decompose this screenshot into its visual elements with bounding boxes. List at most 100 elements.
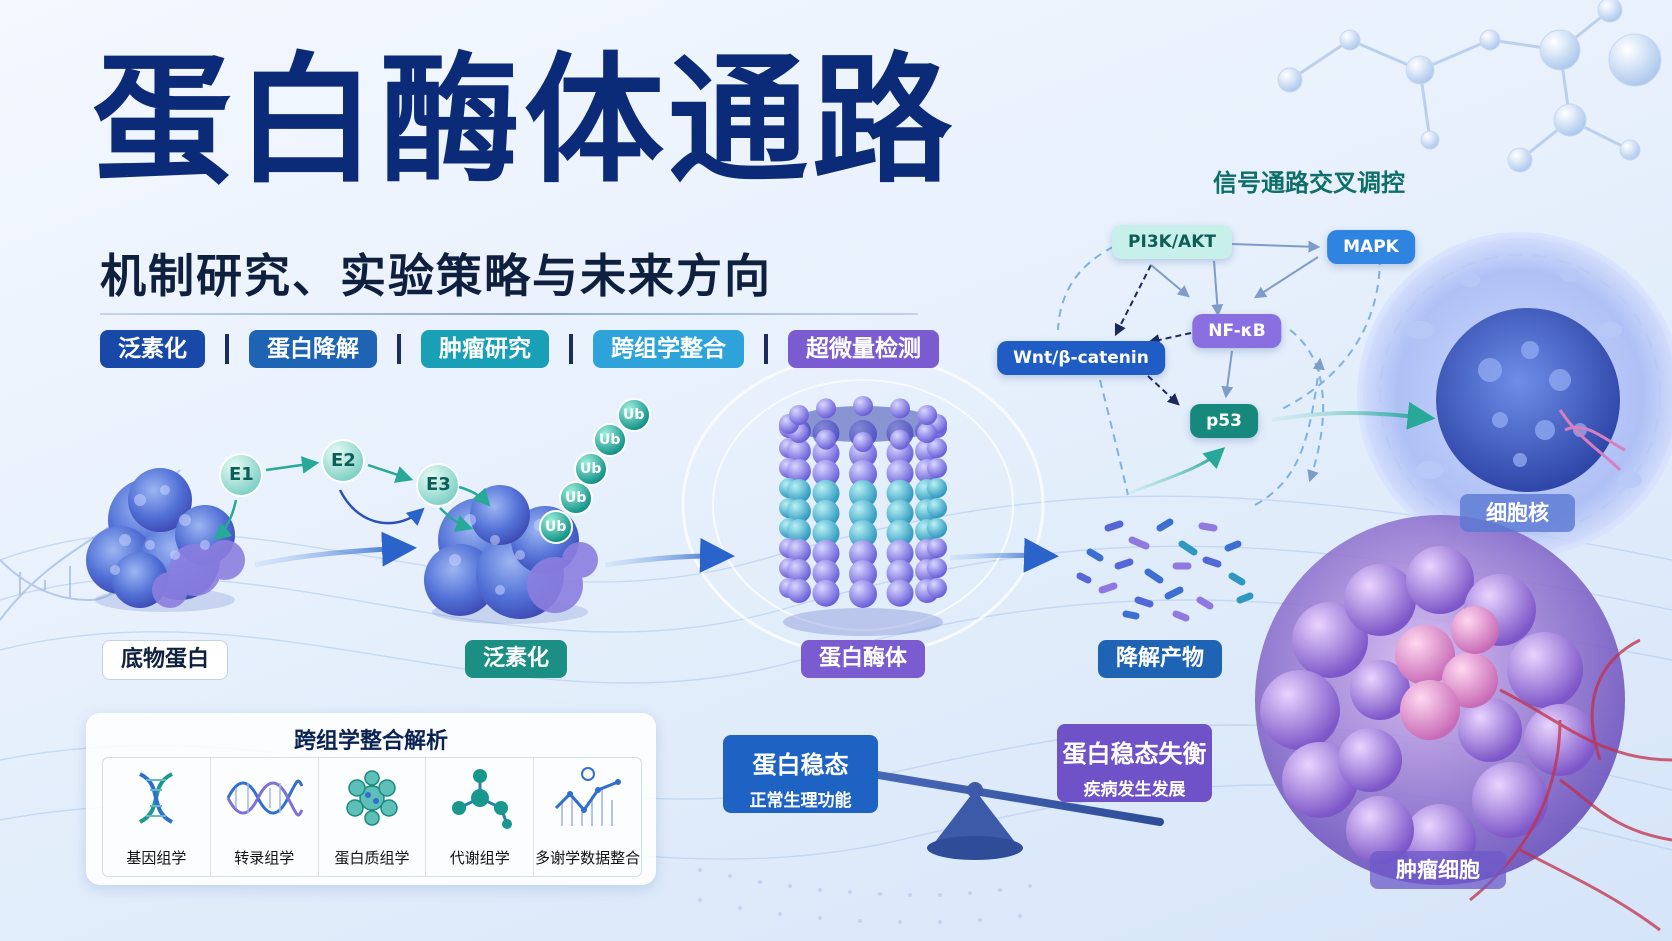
homeostasis-title: 蛋白稳态 — [752, 751, 849, 779]
proteasome-subunit — [786, 459, 811, 483]
proteasome-rim-subunit — [890, 398, 910, 419]
proteasome-subunit — [927, 538, 947, 558]
proteasome-subunit — [886, 459, 914, 487]
proteasome-subunit — [786, 499, 811, 523]
enzyme-bubbles — [219, 439, 460, 507]
omics-grid: 基因组学 转录组学 蛋白质组学 — [102, 757, 642, 877]
proteasome-subunit — [927, 558, 947, 578]
proteasome-rim-subunit — [917, 423, 938, 443]
omics-item-metabolomics: 代谢组学 — [426, 758, 535, 876]
proteasome-subunit — [927, 498, 947, 518]
protein-cluster-icon — [346, 770, 398, 826]
enzyme-cascade-arrows — [213, 456, 491, 541]
proteasome-subunit — [886, 559, 914, 587]
tag-protein-degradation: 蛋白降解 — [249, 330, 377, 368]
tumor-cell-illustration — [1255, 515, 1672, 932]
omics-label: 多谢学数据整合 — [535, 849, 641, 867]
ub-label: Ub — [565, 490, 587, 506]
proteasome-subunit — [786, 559, 811, 583]
proteasome-subunit — [812, 479, 840, 507]
proteasome-rim-subunit — [816, 398, 836, 419]
homeostasis-box: 蛋白稳态 正常生理功能 — [723, 735, 878, 813]
proteasome-subunit — [927, 438, 947, 458]
proteasome-subunit — [812, 499, 840, 527]
keyword-tags: 泛素化 蛋白降解 肿瘤研究 跨组学整合 超微量检测 — [100, 330, 939, 368]
tag-separator — [397, 334, 401, 364]
proteasome-subunit — [786, 579, 811, 603]
substrate-protein — [86, 468, 245, 612]
flow-arrows — [254, 531, 1059, 573]
proteasome-subunit — [812, 519, 840, 547]
proteasome-subunit — [886, 499, 914, 527]
proteasome-rim-subunit — [853, 432, 873, 452]
substrate-protein-label: 底物蛋白 — [101, 640, 229, 680]
signaling-connectors — [1057, 240, 1436, 506]
proteasome-subunit — [849, 500, 877, 528]
proteasome-subunit — [849, 580, 877, 608]
proteasome-subunit — [886, 579, 914, 607]
degradation-fragments — [1076, 518, 1254, 622]
dna-icon — [139, 772, 174, 824]
proteasome-subunit — [849, 540, 877, 568]
ub-label: Ub — [599, 432, 621, 448]
node-wnt-beta-catenin: Wnt/β-catenin — [997, 341, 1165, 375]
proteasome-subunit — [812, 579, 840, 607]
omics-item-transcriptomics: 转录组学 — [211, 758, 319, 876]
homeostasis-imbalance-box: 蛋白稳态失衡 疾病发生发展 — [1057, 724, 1212, 802]
proteasome-label: 蛋白酶体 — [800, 640, 926, 678]
omics-label: 基因组学 — [126, 849, 187, 867]
proteasome-subunit — [886, 539, 914, 567]
tag-separator — [764, 334, 768, 364]
proteasome-subunit — [927, 518, 947, 538]
proteasome-subunit — [927, 578, 947, 598]
proteasome-subunit — [812, 539, 840, 567]
omics-item-proteomics: 蛋白质组学 — [319, 758, 427, 876]
ub-label: Ub — [580, 461, 602, 477]
ubiquitination-label: 泛素化 — [464, 640, 568, 678]
node-p53: p53 — [1190, 404, 1258, 438]
omics-item-genomics: 基因组学 — [103, 758, 211, 876]
e2-to-e3-curve — [338, 489, 425, 526]
ub-label: Ub — [623, 407, 645, 423]
node-pi3k-akt: PI3K/AKT — [1112, 225, 1232, 259]
tag-ubiquitination: 泛素化 — [100, 330, 205, 368]
omics-item-data-integration: 多谢学数据整合 — [534, 758, 641, 876]
multi-omics-panel: 跨组学整合解析 基因组学 转录组学 — [86, 713, 656, 885]
proteasome-subunit — [849, 460, 877, 488]
proteasome-rim-subunit — [853, 396, 873, 416]
proteasome-subunit — [786, 439, 811, 463]
molecule-atoms — [1277, 0, 1662, 173]
homeostasis-imbalance-subtitle: 疾病发生发展 — [1083, 780, 1186, 800]
tumor-cell-label: 肿瘤细胞 — [1370, 851, 1506, 889]
page-subtitle: 机制研究、实验策略与未来方向 — [100, 249, 772, 303]
proteasome-subunit — [886, 519, 914, 547]
omics-label: 转录组学 — [234, 849, 295, 867]
title-divider — [100, 313, 918, 315]
homeostasis-imbalance-title: 蛋白稳态失衡 — [1062, 740, 1207, 768]
omics-label: 代谢组学 — [449, 849, 510, 867]
molecule-icon — [451, 769, 512, 829]
tag-tumor-research: 肿瘤研究 — [421, 330, 549, 368]
enzyme-e3-label: E3 — [426, 474, 451, 495]
ub-label: Ub — [545, 519, 567, 535]
proteasome-subunit — [786, 479, 811, 503]
proteasome-subunit — [786, 539, 811, 563]
proteasome-subunit — [786, 519, 811, 543]
dot-field — [698, 868, 1032, 924]
proteasome-subunit — [927, 458, 947, 478]
node-mapk: MAPK — [1327, 230, 1415, 264]
nucleus-label: 细胞核 — [1460, 494, 1575, 532]
proteasome-subunit — [886, 479, 914, 507]
data-chart-icon — [554, 767, 621, 826]
cell-with-nucleus — [1357, 232, 1672, 558]
tag-separator — [569, 334, 573, 364]
proteasome-rim-subunit — [917, 405, 938, 425]
node-nf-kb: NF-κB — [1192, 314, 1282, 348]
molecule-decoration — [1289, 8, 1631, 162]
omics-label: 蛋白质组学 — [334, 849, 410, 867]
proteasome-barrel — [779, 396, 947, 636]
tag-multi-omics: 跨组学整合 — [593, 330, 744, 368]
proteasome-rim-subunit — [788, 405, 809, 425]
degradation-products-label: 降解产物 — [1097, 640, 1223, 678]
